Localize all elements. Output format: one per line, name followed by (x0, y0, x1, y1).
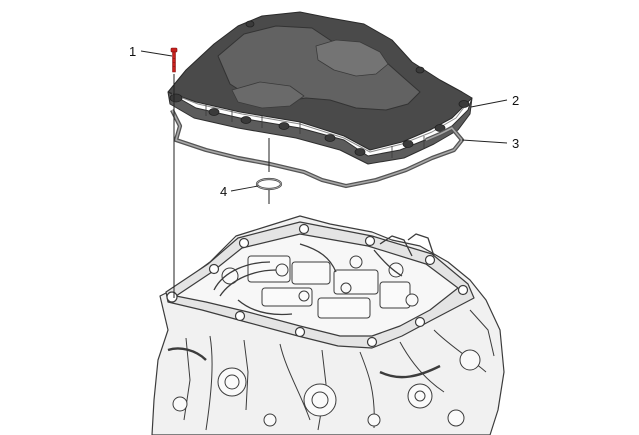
leader-3 (461, 139, 508, 144)
leader-2 (470, 99, 508, 108)
cover-side-wall (167, 91, 473, 165)
leader-1 (140, 50, 173, 57)
oil-pan-cover (167, 11, 473, 165)
transmission-case (151, 215, 505, 435)
callout-label-2: 2 (512, 93, 519, 108)
cover-gasket (170, 109, 465, 189)
callout-leaders (140, 50, 508, 192)
callout-label-4: 4 (220, 184, 227, 199)
bolt-icon (170, 47, 178, 73)
callout-label-1: 1 (129, 44, 136, 59)
oring-icon (255, 177, 283, 191)
assembly-lines (173, 74, 270, 298)
leader-4 (230, 185, 259, 192)
callout-label-3: 3 (512, 136, 519, 151)
